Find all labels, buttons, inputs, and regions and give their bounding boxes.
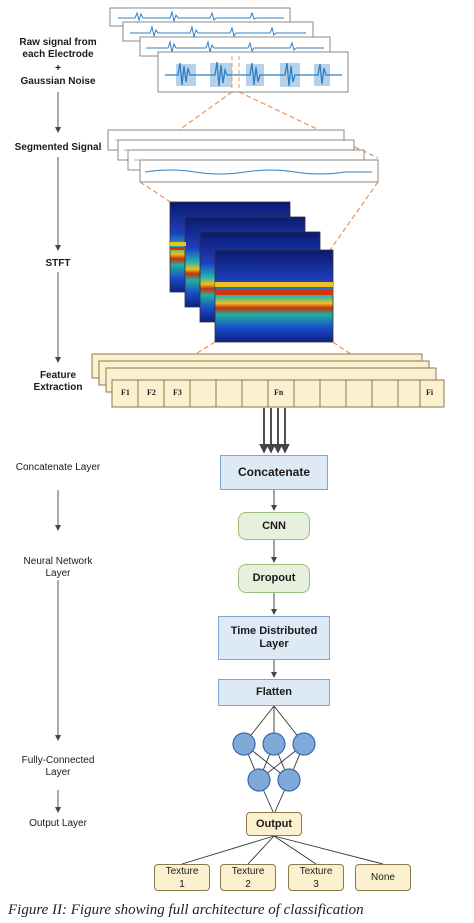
- fc-node: [277, 768, 301, 792]
- label-raw-signal: Raw signal from each Electrode: [19, 37, 97, 60]
- label-neural-network-layer: Neural Network Layer: [23, 556, 93, 579]
- feature-to-concat-arrows: [259, 408, 290, 454]
- label-feature-extraction: Feature Extraction: [33, 370, 83, 393]
- fc-node: [262, 732, 286, 756]
- label-fully-connected-layer: Fully-Connected Layer: [21, 755, 95, 778]
- class-none: None: [355, 864, 411, 891]
- raw-signal-window: [139, 36, 331, 57]
- class-texture-3: Texture 3: [288, 864, 344, 891]
- time-distributed-block: Time Distributed Layer: [218, 616, 330, 660]
- zoom-guides: [139, 91, 379, 159]
- feature-table-cell-dividers: [137, 380, 421, 407]
- concatenate-block: Concatenate: [220, 455, 328, 490]
- zoom-guides: [139, 181, 379, 251]
- raw-signal-window: [122, 21, 314, 42]
- segmented-signal-stack: [107, 129, 379, 183]
- feature-table-front: [111, 379, 445, 408]
- feature-label-fi: Fi: [426, 388, 434, 397]
- feature-label-f1: F1: [121, 388, 130, 397]
- feature-table-stack: [91, 353, 445, 408]
- figure-caption: Figure II: Figure showing full architect…: [8, 902, 364, 918]
- output-block: Output: [246, 812, 302, 836]
- label-stft: STFT: [45, 258, 71, 269]
- label-output-layer: Output Layer: [29, 818, 87, 829]
- class-texture-2: Texture 2: [220, 864, 276, 891]
- feature-label-fn: Fn: [274, 388, 284, 397]
- fully-connected-network: [243, 705, 305, 815]
- label-plus: +: [55, 63, 61, 74]
- fc-nodes: [232, 732, 316, 792]
- label-concatenate-layer: Concatenate Layer: [15, 462, 101, 473]
- class-texture-1: Texture 1: [154, 864, 210, 891]
- label-segmented-signal: Segmented Signal: [14, 142, 102, 153]
- fc-node: [247, 768, 271, 792]
- cnn-block: CNN: [238, 512, 310, 540]
- fc-node: [292, 732, 316, 756]
- dropout-block: Dropout: [238, 564, 310, 593]
- raw-signal-window: [157, 51, 349, 93]
- label-gaussian-noise: Gaussian Noise: [20, 76, 96, 87]
- flatten-block: Flatten: [218, 679, 330, 706]
- feature-label-f3: F3: [173, 388, 182, 397]
- feature-label-f2: F2: [147, 388, 156, 397]
- stft-spectrogram-stack: [169, 201, 334, 343]
- raw-signal-stack: [109, 7, 349, 93]
- output-to-class-lines: [181, 835, 384, 865]
- fc-node: [232, 732, 256, 756]
